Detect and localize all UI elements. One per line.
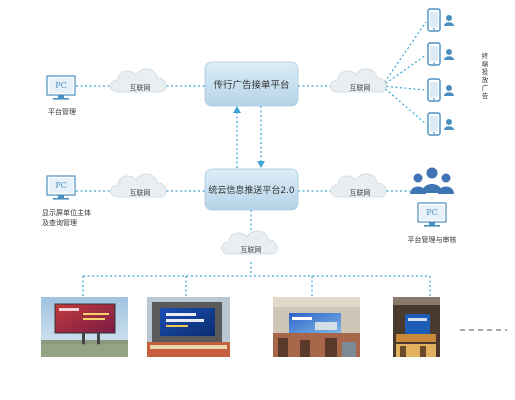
mobile-ad-label: 终 端 投 放 广 告 — [482, 51, 489, 100]
billboard-photo-1 — [41, 297, 128, 357]
pc-top-left: PC — [46, 75, 76, 101]
cloud-bottom: 互联网 — [221, 230, 278, 255]
users-group-icon — [410, 167, 454, 194]
admin-group: PC — [410, 167, 454, 228]
cloud-middle-right: 互联网 — [330, 173, 387, 198]
pc-bottom-left-label-1: 显示屏单位主体 — [42, 208, 91, 217]
sync-arrows — [236, 106, 262, 168]
pc-top-left-label: 平台管理 — [48, 107, 76, 116]
svg-text:端: 端 — [482, 59, 489, 68]
person-icon — [444, 85, 454, 96]
pc-icon-text: PC — [55, 81, 67, 90]
phone-icon — [427, 8, 441, 32]
cloud-middle-left: 互联网 — [110, 173, 167, 198]
pc-right: PC — [417, 202, 447, 228]
ad-platform-box: 传行广告接单平台 — [204, 61, 299, 107]
pc-right-label: 平台管理与审核 — [408, 235, 457, 244]
phone-icon — [427, 112, 441, 136]
pc-icon-text: PC — [55, 181, 67, 190]
billboard-photo-2 — [147, 297, 230, 357]
arrow-up-icon — [233, 106, 241, 113]
cloud-label: 互联网 — [350, 83, 371, 92]
phone-user-1 — [427, 8, 454, 32]
cloud-label: 互联网 — [350, 188, 371, 197]
cloud-top-left: 互联网 — [110, 68, 167, 93]
phone-user-3 — [427, 78, 454, 102]
phone-icon — [427, 42, 441, 66]
billboard-photo-3 — [273, 297, 360, 357]
phone-user-2 — [427, 42, 454, 66]
arrow-heads — [233, 106, 265, 168]
svg-text:广: 广 — [482, 83, 489, 92]
cloud-label: 互联网 — [130, 83, 151, 92]
phone-user-4 — [427, 112, 454, 136]
phone-icon — [427, 78, 441, 102]
ad-platform-label: 传行广告接单平台 — [213, 79, 289, 91]
arrow-down-icon — [257, 161, 265, 168]
person-icon — [444, 15, 454, 26]
pc-icon-text: PC — [426, 208, 438, 217]
svg-text:放: 放 — [482, 75, 489, 84]
cloud-top-right: 互联网 — [330, 68, 387, 93]
cloud-label: 互联网 — [130, 188, 151, 197]
cloud-label: 互联网 — [241, 245, 262, 254]
svg-text:告: 告 — [482, 91, 489, 100]
pc-bottom-left-label-2: 及查询管理 — [42, 218, 77, 227]
billboard-photo-4 — [393, 297, 440, 357]
svg-text:投: 投 — [482, 67, 489, 76]
person-icon — [444, 49, 454, 60]
svg-text:终: 终 — [482, 51, 489, 60]
pc-bottom-left: PC — [46, 175, 76, 201]
push-platform-label: 统云信息推送平台2.0 — [208, 184, 295, 196]
person-icon — [444, 119, 454, 130]
push-platform-box: 统云信息推送平台2.0 — [204, 168, 299, 211]
